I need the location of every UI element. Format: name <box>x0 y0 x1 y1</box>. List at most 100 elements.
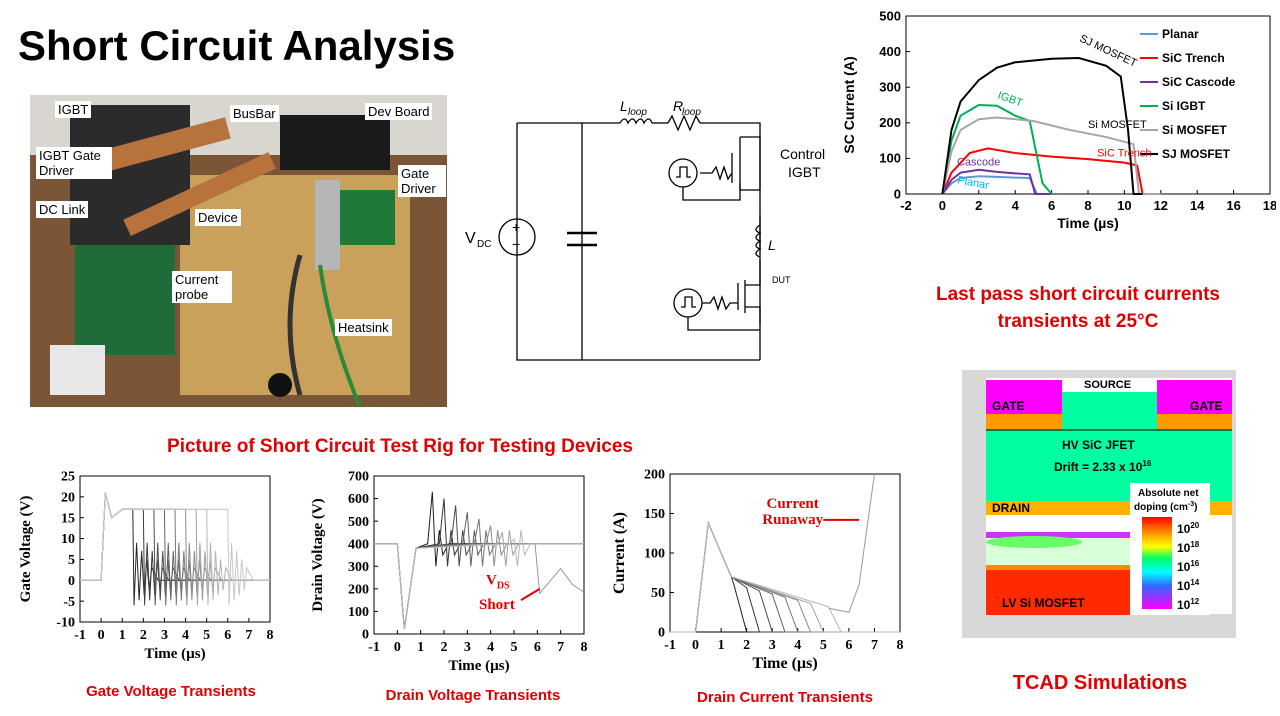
y-tick-label: 100 <box>644 547 665 562</box>
series-annotation: Cascode <box>957 157 1000 169</box>
tcad-legend-value: 1016 <box>1177 559 1200 574</box>
x-tick-label: 6 <box>1048 198 1055 213</box>
y-tick-label: 100 <box>348 605 369 620</box>
drain-current-trace <box>670 521 900 633</box>
y-tick-label: 15 <box>61 511 75 526</box>
photo-label-device: Device <box>195 209 241 226</box>
y-axis-label: Drain Voltage (V) <box>310 498 326 611</box>
drain-voltage-trace <box>374 530 584 630</box>
x-tick-label: 5 <box>820 638 827 653</box>
y-tick-label: 10 <box>61 532 75 547</box>
series-line-si-mosfet <box>941 116 1161 195</box>
y-tick-label: 300 <box>879 80 901 95</box>
photo-label-igbt-gate-driver: IGBT Gate Driver <box>36 147 112 179</box>
page-title: Short Circuit Analysis <box>18 22 456 69</box>
y-tick-label: 200 <box>879 115 901 130</box>
x-tick-label: 8 <box>1084 198 1091 213</box>
x-tick-label: 18 <box>1263 198 1276 213</box>
x-tick-label: 0 <box>939 198 946 213</box>
x-tick-label: -1 <box>664 638 676 653</box>
drain-voltage-caption: Drain Voltage Transients <box>385 687 561 704</box>
x-tick-label: 8 <box>267 628 274 643</box>
series-line-si-igbt <box>941 103 1053 195</box>
legend-entry: SiC Trench <box>1162 51 1225 65</box>
x-tick-label: 2 <box>743 638 750 653</box>
y-tick-label: 0 <box>658 626 665 641</box>
igbt-label: IGBT <box>788 164 821 180</box>
tcad-legend-title-1: Absolute net <box>1138 488 1199 499</box>
tcad-drift-label: Drift = 2.33 x 1016 <box>1054 459 1152 474</box>
vdc-label: V <box>465 230 476 247</box>
y-tick-label: -5 <box>63 595 75 610</box>
x-axis-label: Time (µs) <box>448 658 509 674</box>
plot-frame <box>79 475 271 623</box>
x-tick-label: 3 <box>161 628 168 643</box>
tcad-legend-title-2: doping (cm-3) <box>1134 501 1197 513</box>
rloop-label: R <box>673 98 683 114</box>
series-annotation: Planar <box>956 174 990 191</box>
x-tick-label: 4 <box>182 628 189 643</box>
y-axis-label: SC Current (A) <box>841 56 857 153</box>
x-tick-label: 3 <box>464 640 471 655</box>
photo-label-igbt: IGBT <box>55 101 92 118</box>
x-tick-label: 6 <box>224 628 231 643</box>
vds-short-annotation-main: V <box>486 572 497 588</box>
y-tick-label: 25 <box>61 470 75 485</box>
x-tick-label: 12 <box>1154 198 1168 213</box>
legend-entry: Si IGBT <box>1162 99 1206 113</box>
tcad-gate-right-label: GATE <box>1190 399 1222 413</box>
y-tick-label: 0 <box>894 186 901 201</box>
series-annotation: Si MOSFET <box>1088 119 1147 131</box>
x-tick-label: 7 <box>245 628 252 643</box>
y-tick-label: 600 <box>348 492 369 507</box>
y-tick-label: 100 <box>879 151 901 166</box>
x-tick-label: 4 <box>1012 198 1020 213</box>
gate-transient-trace <box>80 492 270 606</box>
series-line-sic-cascode <box>941 168 1052 195</box>
legend-entry: SiC Cascode <box>1162 75 1236 89</box>
sc-chart-caption: Last pass short circuit currents transie… <box>935 284 1221 332</box>
tcad-lv-mosfet-label: LV Si MOSFET <box>1002 596 1085 610</box>
drain-current-caption: Drain Current Transients <box>697 689 873 706</box>
y-tick-label: 500 <box>348 515 369 530</box>
tcad-gate-left-label: GATE <box>992 399 1024 413</box>
photo-label-heatsink: Heatsink <box>335 319 392 336</box>
tcad-doping-legend: Absolute net doping (cm-3) 1020 1018 101… <box>1130 483 1210 615</box>
x-tick-label: 5 <box>203 628 210 643</box>
x-tick-label: 10 <box>1117 198 1131 213</box>
x-tick-label: 8 <box>897 638 904 653</box>
x-tick-label: 4 <box>487 640 494 655</box>
x-tick-label: 0 <box>98 628 105 643</box>
y-tick-label: 400 <box>348 537 369 552</box>
vds-short-annotation: VDS <box>486 572 510 591</box>
inductor-label: L <box>768 237 776 253</box>
tcad-jfet-label: HV SiC JFET <box>1062 438 1135 452</box>
vds-short-annotation-line2: Short <box>479 597 515 613</box>
x-tick-label: 1 <box>718 638 725 653</box>
photo-label-busbar: BusBar <box>230 105 279 122</box>
svg-text:+: + <box>512 219 520 235</box>
vds-short-arrow <box>520 588 541 601</box>
x-tick-label: 0 <box>692 638 699 653</box>
x-tick-label: 1 <box>417 640 424 655</box>
tcad-caption: TCAD Simulations <box>1012 672 1188 694</box>
x-tick-label: -1 <box>368 640 380 655</box>
series-annotation: SJ MOSFET <box>1078 33 1139 70</box>
y-tick-label: 150 <box>644 507 665 522</box>
vds-short-trace <box>534 543 585 595</box>
y-tick-label: 700 <box>348 470 369 485</box>
x-tick-label: 7 <box>557 640 564 655</box>
x-tick-label: 2 <box>441 640 448 655</box>
x-tick-label: 7 <box>871 638 878 653</box>
x-tick-label: -2 <box>900 198 912 213</box>
runaway-annotation-line1: Current <box>767 496 819 512</box>
gate-caption: Gate Voltage Transients <box>86 683 256 700</box>
legend-entry: Planar <box>1162 27 1199 41</box>
photo-label-current-probe: Current probe <box>172 271 232 303</box>
rloop-sub: loop <box>682 107 701 118</box>
test-rig-photo: IGBT BusBar Dev Board IGBT Gate Driver G… <box>30 95 447 407</box>
y-tick-label: 0 <box>68 574 75 589</box>
tcad-simulation: Absolute net doping (cm-3) 1020 1018 101… <box>962 370 1236 638</box>
circuit-schematic: + − V DC L loop R loop Control IGBT L DU… <box>465 98 825 361</box>
